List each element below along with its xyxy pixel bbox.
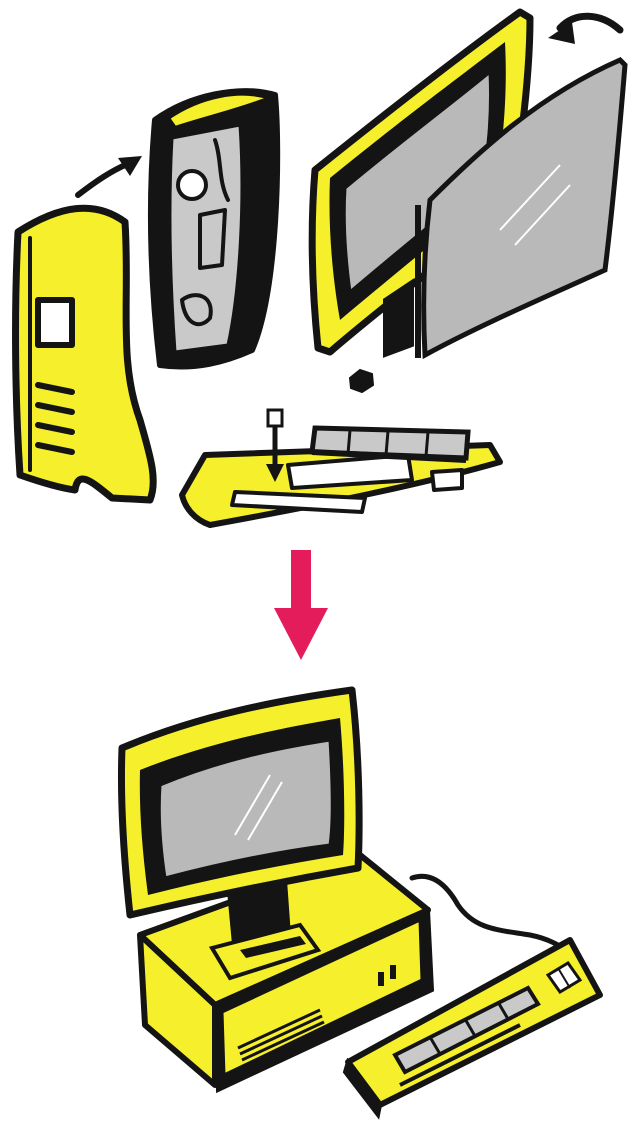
panel-attach-arrow-icon — [78, 156, 142, 195]
screw-icon — [350, 370, 373, 392]
glass-attach-arrow-icon — [548, 16, 620, 44]
down-arrow-icon — [274, 550, 328, 660]
exploded-view — [16, 12, 625, 525]
assembled-view — [121, 690, 600, 1115]
keyboard-keys-icon — [312, 428, 468, 460]
tower-front-panel-icon — [16, 208, 154, 500]
tower-chassis-icon — [151, 91, 277, 366]
